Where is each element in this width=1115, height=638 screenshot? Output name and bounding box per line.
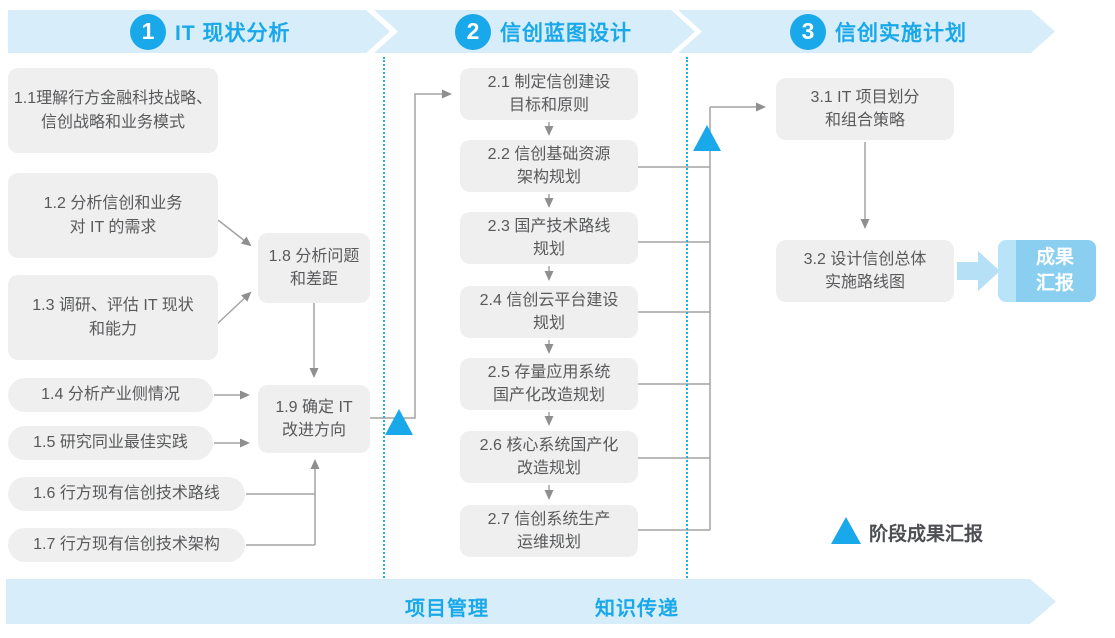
task-box-1-9: 1.9 确定 IT 改进方向 bbox=[258, 385, 370, 453]
task-box-1-3: 1.3 调研、评估 IT 现状 和能力 bbox=[8, 275, 218, 360]
legend-triangle-icon bbox=[831, 517, 861, 544]
task-box-2-5: 2.5 存量应用系统 国产化改造规划 bbox=[460, 358, 638, 410]
footer-banner bbox=[6, 579, 1056, 624]
arrow-1-3-to-1-8 bbox=[215, 291, 252, 326]
task-box-2-6: 2.6 核心系统国产化 改造规划 bbox=[460, 431, 638, 483]
arrow-1-9-to-2-1 bbox=[370, 89, 452, 419]
phase-banner-2: 2 信创蓝图设计 bbox=[374, 10, 695, 53]
phase-3-number-badge: 3 bbox=[790, 14, 826, 50]
task-box-3-2: 3.2 设计信创总体 实施路线图 bbox=[776, 240, 954, 302]
milestone-triangle-phase2-icon bbox=[693, 125, 721, 151]
result-arrow-body bbox=[957, 262, 978, 280]
phase-banner-1: 1 IT 现状分析 bbox=[8, 10, 390, 53]
result-report-box: 成果 汇报 bbox=[998, 240, 1096, 302]
phase-3-title: 信创实施计划 bbox=[835, 21, 967, 45]
phase-2-number-badge: 2 bbox=[455, 14, 491, 50]
milestone-triangle-phase1-icon bbox=[385, 409, 413, 435]
phase-1-title: IT 现状分析 bbox=[175, 21, 291, 45]
task-box-2-1: 2.1 制定信创建设 目标和原则 bbox=[460, 68, 638, 120]
task-box-2-7: 2.7 信创系统生产 运维规划 bbox=[460, 505, 638, 557]
task-box-3-1: 3.1 IT 项目划分 和组合策略 bbox=[776, 78, 954, 140]
task-box-1-2: 1.2 分析信创和业务 对 IT 的需求 bbox=[8, 173, 218, 258]
phase-2-title: 信创蓝图设计 bbox=[500, 21, 632, 45]
arrow-1-2-to-1-8 bbox=[217, 219, 252, 247]
phase-1-number-badge: 1 bbox=[130, 14, 166, 50]
footer-label-project-management: 项目管理 bbox=[405, 598, 489, 620]
task-box-2-2: 2.2 信创基础资源 架构规划 bbox=[460, 140, 638, 192]
legend-label: 阶段成果汇报 bbox=[869, 524, 984, 545]
task-box-1-1: 1.1理解行方金融科技战略、 信创战略和业务模式 bbox=[8, 68, 218, 153]
task-box-1-6: 1.6 行方现有信创技术路线 bbox=[8, 477, 245, 511]
phase-banner-3: 3 信创实施计划 bbox=[678, 10, 1055, 53]
phase-separator-2 bbox=[686, 57, 688, 578]
task-box-2-3: 2.3 国产技术路线 规划 bbox=[460, 212, 638, 264]
task-box-1-4: 1.4 分析产业侧情况 bbox=[8, 378, 213, 412]
task-box-1-8: 1.8 分析问题 和差距 bbox=[258, 233, 370, 303]
footer-label-knowledge-transfer: 知识传递 bbox=[595, 598, 679, 620]
task-box-1-5: 1.5 研究同业最佳实践 bbox=[8, 426, 213, 460]
task-box-2-4: 2.4 信创云平台建设 规划 bbox=[460, 286, 638, 338]
phase-separator-1 bbox=[383, 57, 385, 578]
result-arrow-head-icon bbox=[978, 251, 1000, 291]
task-box-1-7: 1.7 行方现有信创技术架构 bbox=[8, 528, 245, 562]
